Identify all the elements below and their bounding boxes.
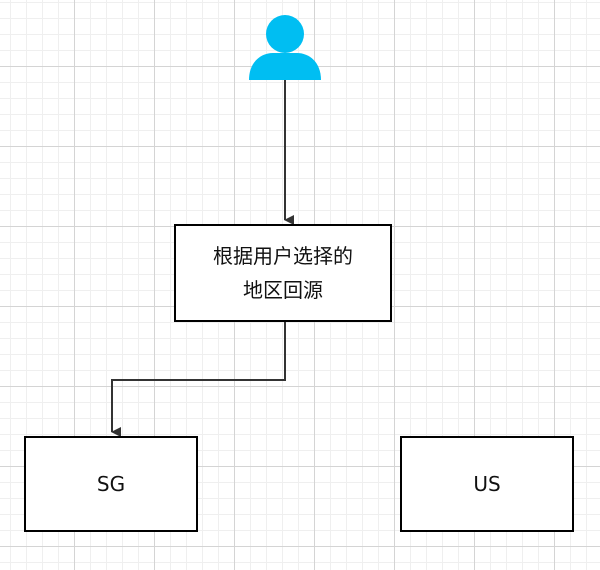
us-node[interactable]: US xyxy=(400,436,574,532)
us-node-label: US xyxy=(473,472,501,496)
sg-node-label: SG xyxy=(96,472,126,496)
edge-region-to-sg xyxy=(111,322,286,437)
region-routing-node[interactable]: 根据用户选择的 地区回源 xyxy=(174,224,392,322)
region-routing-label-line-2: 地区回源 xyxy=(243,278,323,302)
region-routing-label: 根据用户选择的 地区回源 xyxy=(213,239,353,307)
region-routing-label-line-1: 根据用户选择的 xyxy=(213,244,353,268)
sg-node[interactable]: SG xyxy=(24,436,198,532)
user-icon xyxy=(249,15,321,80)
